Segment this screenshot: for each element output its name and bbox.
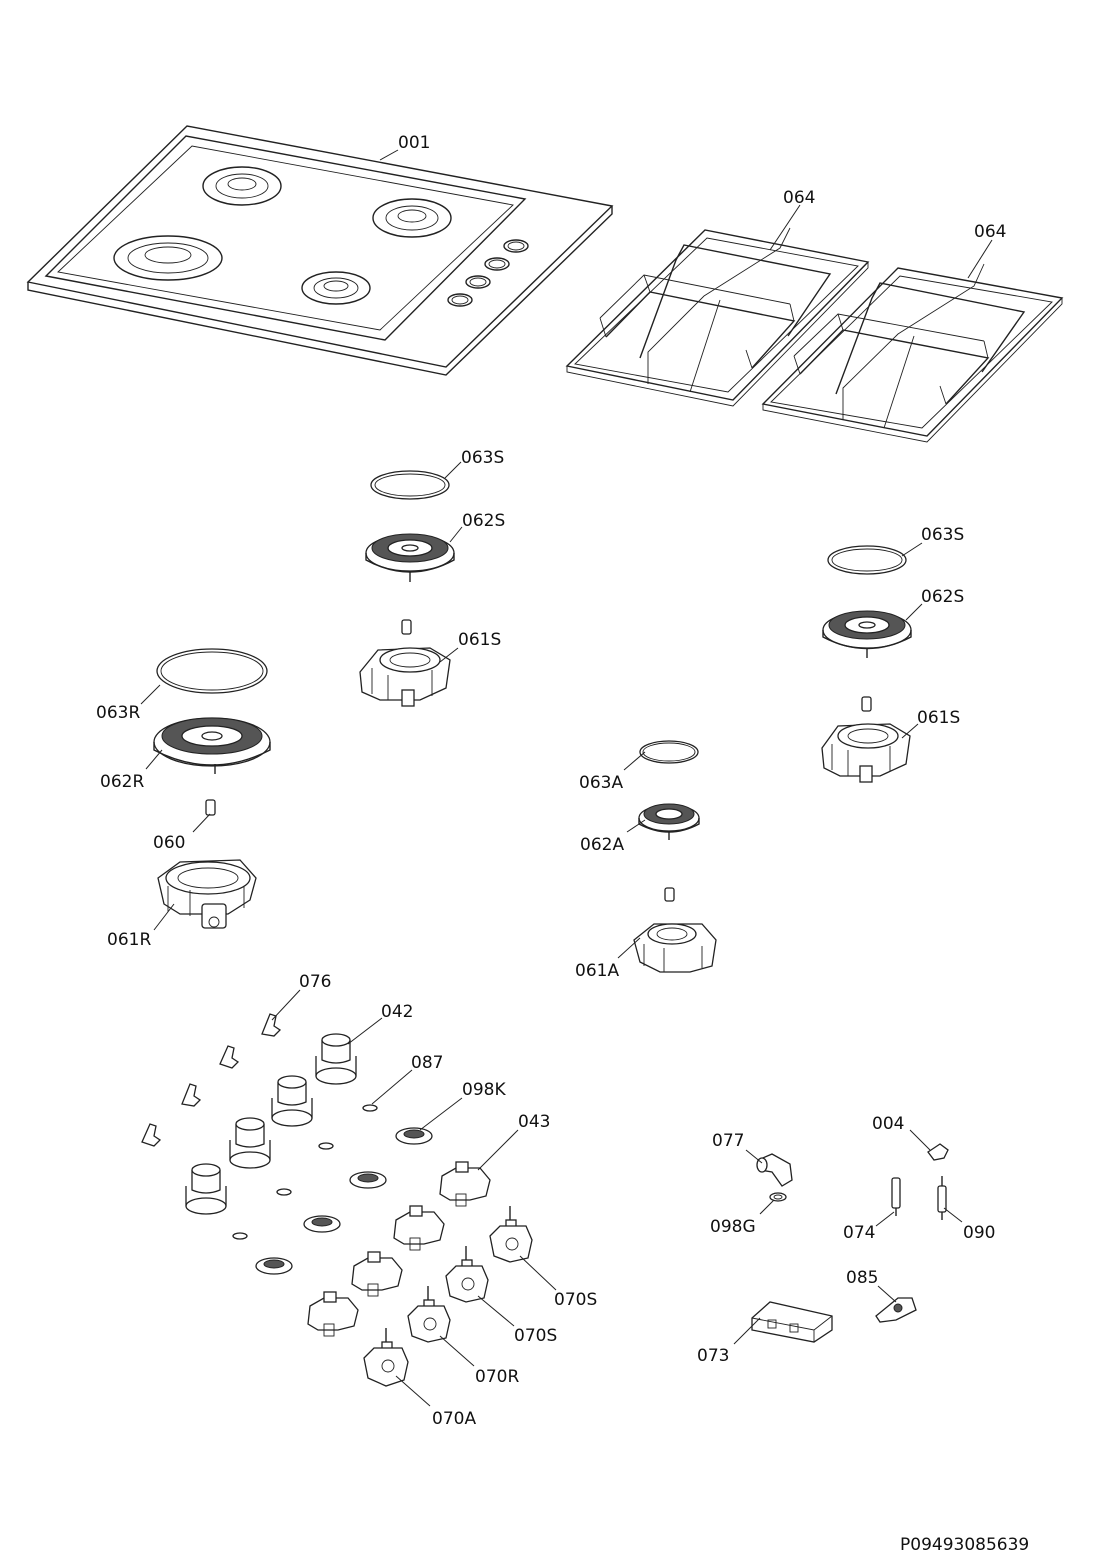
label-061a: 061A	[575, 961, 619, 981]
flame-spreader-062a	[638, 803, 700, 840]
label-063a: 063A	[579, 773, 623, 793]
gasket-098g	[769, 1192, 787, 1202]
knob-clips-076	[141, 1013, 282, 1147]
burner-cap-063s-2	[827, 545, 907, 575]
flame-spreader-062r	[153, 717, 271, 774]
burner-cap-063a	[639, 740, 699, 764]
label-085: 085	[846, 1268, 878, 1288]
label-004: 004	[872, 1114, 904, 1134]
hob-top-001	[26, 125, 614, 376]
label-098g: 098G	[710, 1217, 756, 1237]
burner-base-061r	[157, 859, 257, 929]
label-070s-1: 070S	[554, 1290, 597, 1310]
label-042: 042	[381, 1002, 413, 1022]
label-063s-right: 063S	[921, 525, 964, 545]
control-knobs-042	[185, 1033, 357, 1215]
label-074: 074	[843, 1223, 875, 1243]
flame-spreader-062s-2	[822, 610, 912, 658]
label-073: 073	[697, 1346, 729, 1366]
burner-base-061a	[633, 887, 717, 973]
label-062s-right: 062S	[921, 587, 964, 607]
label-070s-2: 070S	[514, 1326, 557, 1346]
label-098k: 098K	[462, 1080, 506, 1100]
valve-bezels-098k	[255, 1127, 433, 1275]
burner-cap-063s-1	[370, 470, 450, 500]
label-077: 077	[712, 1131, 744, 1151]
label-062r: 062R	[100, 772, 144, 792]
label-070r: 070R	[475, 1367, 519, 1387]
label-062s-top: 062S	[462, 511, 505, 531]
label-060: 060	[153, 833, 185, 853]
spark-plug-090	[937, 1176, 947, 1220]
burner-base-061s-1	[359, 619, 451, 707]
flame-spreader-062s-1	[365, 533, 455, 582]
pan-support-right-064	[761, 263, 1064, 443]
label-090: 090	[963, 1223, 995, 1243]
part-labels: 001 064 064 063S 062S 061S 063S 062S 061…	[96, 133, 1006, 1429]
label-043: 043	[518, 1112, 550, 1132]
injector-060	[205, 799, 216, 816]
label-064-right: 064	[974, 222, 1006, 242]
label-063s-top: 063S	[461, 448, 504, 468]
washers-087	[232, 1104, 378, 1240]
thermocouple-074	[891, 1177, 901, 1216]
label-001: 001	[398, 133, 430, 153]
leader-lines	[140, 149, 993, 1407]
label-061s-top: 061S	[458, 630, 501, 650]
gas-valves-070	[363, 1206, 533, 1387]
burner-cap-063r	[156, 648, 268, 694]
clip-004	[927, 1143, 949, 1161]
ignition-switch-085	[875, 1297, 917, 1323]
label-064-left: 064	[783, 188, 815, 208]
document-code: P09493085639	[900, 1535, 1030, 1555]
valve-brackets-043	[307, 1161, 491, 1337]
label-062a: 062A	[580, 835, 624, 855]
label-076: 076	[299, 972, 331, 992]
pan-support-left-064	[565, 227, 870, 407]
label-061s-right: 061S	[917, 708, 960, 728]
elbow-connector-077	[756, 1153, 793, 1187]
label-087: 087	[411, 1053, 443, 1073]
label-070a: 070A	[432, 1409, 476, 1429]
label-061r: 061R	[107, 930, 151, 950]
label-063r: 063R	[96, 703, 140, 723]
igniter-unit-073	[751, 1301, 833, 1343]
burner-base-061s-2	[821, 696, 911, 783]
